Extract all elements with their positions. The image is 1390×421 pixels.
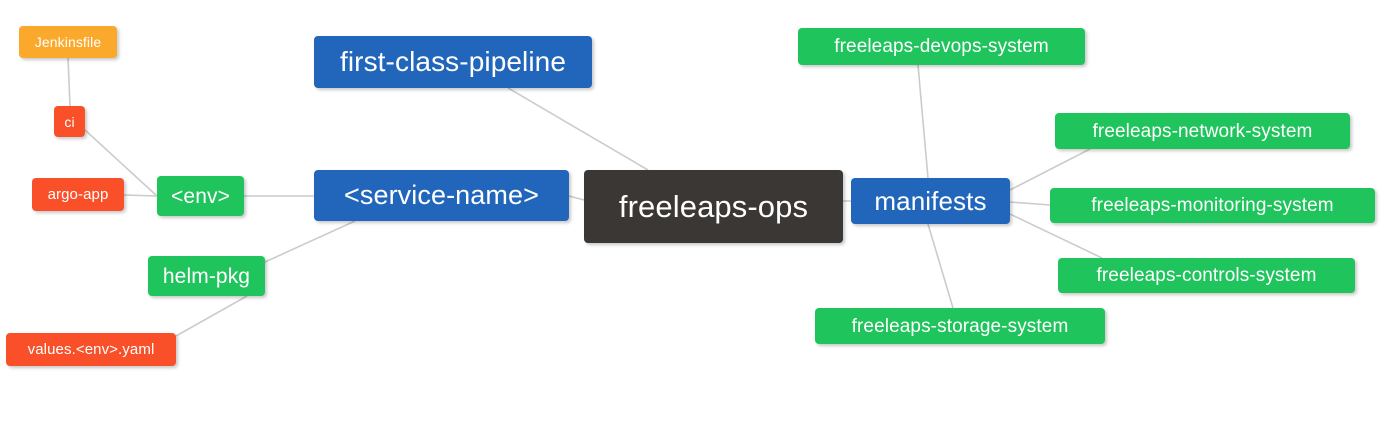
node-argo-app[interactable]: argo-app (32, 178, 124, 211)
edge-freeleaps-devops-system-to-manifests (917, 64, 929, 179)
node-label-ci: ci (64, 113, 75, 130)
node-label-freeleaps-ops: freeleaps-ops (618, 189, 809, 224)
edge-helm-pkg-to-service-name (264, 220, 356, 263)
node-label-freeleaps-monitoring-system: freeleaps-monitoring-system (1091, 195, 1334, 216)
node-label-freeleaps-devops-system: freeleaps-devops-system (834, 36, 1049, 57)
edge-service-name-to-freeleaps-ops (568, 195, 585, 201)
node-label-freeleaps-controls-system: freeleaps-controls-system (1096, 265, 1317, 286)
node-label-env: <env> (171, 184, 230, 208)
node-values-env-yaml[interactable]: values.<env>.yaml (6, 333, 176, 366)
node-freeleaps-monitoring-system[interactable]: freeleaps-monitoring-system (1050, 188, 1375, 223)
node-freeleaps-controls-system[interactable]: freeleaps-controls-system (1058, 258, 1355, 293)
edge-first-class-pipeline-to-freeleaps-ops (507, 87, 649, 171)
node-freeleaps-storage-system[interactable]: freeleaps-storage-system (815, 308, 1105, 344)
node-first-class-pipeline[interactable]: first-class-pipeline (314, 36, 592, 88)
node-ci[interactable]: ci (54, 106, 85, 137)
edge-jenkinsfile-to-ci (67, 57, 71, 107)
node-freeleaps-ops[interactable]: freeleaps-ops (584, 170, 843, 243)
node-jenkinsfile[interactable]: Jenkinsfile (19, 26, 117, 58)
node-label-manifests: manifests (874, 186, 987, 216)
node-label-helm-pkg: helm-pkg (162, 264, 251, 288)
node-label-freeleaps-storage-system: freeleaps-storage-system (851, 315, 1069, 337)
edge-manifests-to-freeleaps-monitoring-system (1009, 201, 1051, 206)
node-label-jenkinsfile: Jenkinsfile (34, 34, 102, 50)
node-label-freeleaps-network-system: freeleaps-network-system (1092, 120, 1313, 142)
node-helm-pkg[interactable]: helm-pkg (148, 256, 265, 296)
node-freeleaps-devops-system[interactable]: freeleaps-devops-system (798, 28, 1085, 65)
node-env[interactable]: <env> (157, 176, 244, 216)
node-label-service-name: <service-name> (344, 180, 539, 210)
edge-values-env-yaml-to-helm-pkg (175, 295, 248, 337)
node-label-argo-app: argo-app (47, 186, 109, 203)
node-label-first-class-pipeline: first-class-pipeline (339, 46, 567, 77)
node-service-name[interactable]: <service-name> (314, 170, 569, 221)
edge-manifests-to-freeleaps-network-system (1009, 148, 1091, 191)
edge-manifests-to-freeleaps-storage-system (927, 223, 954, 309)
node-label-values-env-yaml: values.<env>.yaml (27, 341, 155, 358)
node-manifests[interactable]: manifests (851, 178, 1010, 224)
edge-argo-app-to-env (123, 194, 158, 197)
node-freeleaps-network-system[interactable]: freeleaps-network-system (1055, 113, 1350, 149)
